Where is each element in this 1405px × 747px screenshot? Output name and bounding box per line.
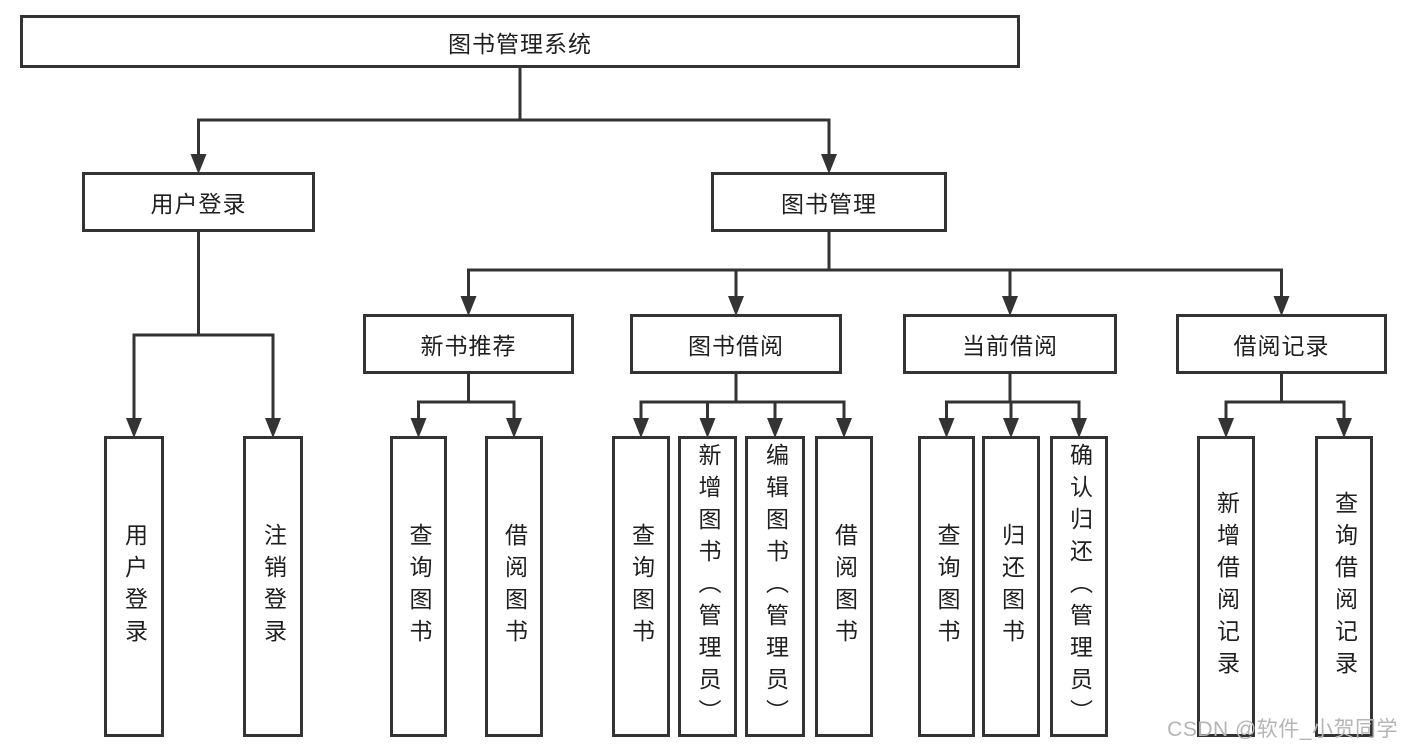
node-book-borrow-label: 图书借阅: [688, 333, 784, 359]
leaf-user-login-label: 用户登录: [121, 522, 148, 651]
node-borrow-records: 借阅记录: [1176, 314, 1387, 374]
csdn-watermark: CSDN @软件_小贺同学: [1167, 718, 1398, 741]
node-book-borrow: 图书借阅: [630, 314, 842, 374]
leaf-query-books-recommend-label: 查询图书: [406, 522, 432, 651]
node-borrow-records-label: 借阅记录: [1233, 333, 1330, 359]
leaf-query-borrow-record-label: 查询借阅记录: [1331, 490, 1358, 683]
node-new-book-recommend-label: 新书推荐: [420, 333, 517, 359]
node-book-management-label: 图书管理: [781, 191, 877, 217]
leaf-logout: 注销登录: [243, 436, 303, 737]
leaf-edit-book-admin-label: 编辑图书（管理员）: [762, 442, 789, 731]
node-current-borrow-label: 当前借阅: [962, 333, 1058, 359]
leaf-query-books-recommend: 查询图书: [390, 436, 447, 737]
node-new-book-recommend: 新书推荐: [363, 314, 574, 374]
leaf-add-borrow-record-label: 新增借阅记录: [1213, 490, 1240, 683]
leaf-query-books-borrow-label: 查询图书: [628, 522, 655, 651]
leaf-borrow-books-recommend-label: 借阅图书: [501, 522, 528, 651]
leaf-confirm-return-admin-label: 确认归还（管理员）: [1066, 442, 1093, 731]
leaf-borrow-books-label: 借阅图书: [831, 522, 858, 651]
leaf-edit-book-admin: 编辑图书（管理员）: [745, 436, 805, 737]
leaf-query-books-borrow: 查询图书: [612, 436, 670, 737]
leaf-query-borrow-record: 查询借阅记录: [1315, 436, 1373, 737]
node-user-login: 用户登录: [82, 172, 315, 232]
leaf-query-books-current-label: 查询图书: [934, 522, 960, 651]
node-current-borrow: 当前借阅: [903, 314, 1117, 374]
leaf-add-book-admin: 新增图书（管理员）: [678, 436, 737, 737]
leaf-logout-label: 注销登录: [260, 522, 287, 651]
leaf-borrow-books: 借阅图书: [815, 436, 873, 737]
node-root-label: 图书管理系统: [448, 30, 592, 57]
arrowhead-icons: [126, 154, 1352, 438]
leaf-add-book-admin-label: 新增图书（管理员）: [695, 442, 721, 731]
node-root-system: 图书管理系统: [20, 15, 1020, 68]
leaf-confirm-return-admin: 确认归还（管理员）: [1050, 436, 1108, 737]
leaf-query-books-current: 查询图书: [918, 436, 975, 737]
leaf-borrow-books-recommend: 借阅图书: [485, 436, 543, 737]
node-user-login-label: 用户登录: [150, 191, 247, 217]
node-book-management: 图书管理: [711, 172, 947, 232]
leaf-add-borrow-record: 新增借阅记录: [1197, 436, 1255, 737]
leaf-return-book-label: 归还图书: [998, 522, 1025, 651]
leaf-return-book: 归还图书: [982, 436, 1040, 737]
leaf-user-login: 用户登录: [104, 436, 164, 737]
